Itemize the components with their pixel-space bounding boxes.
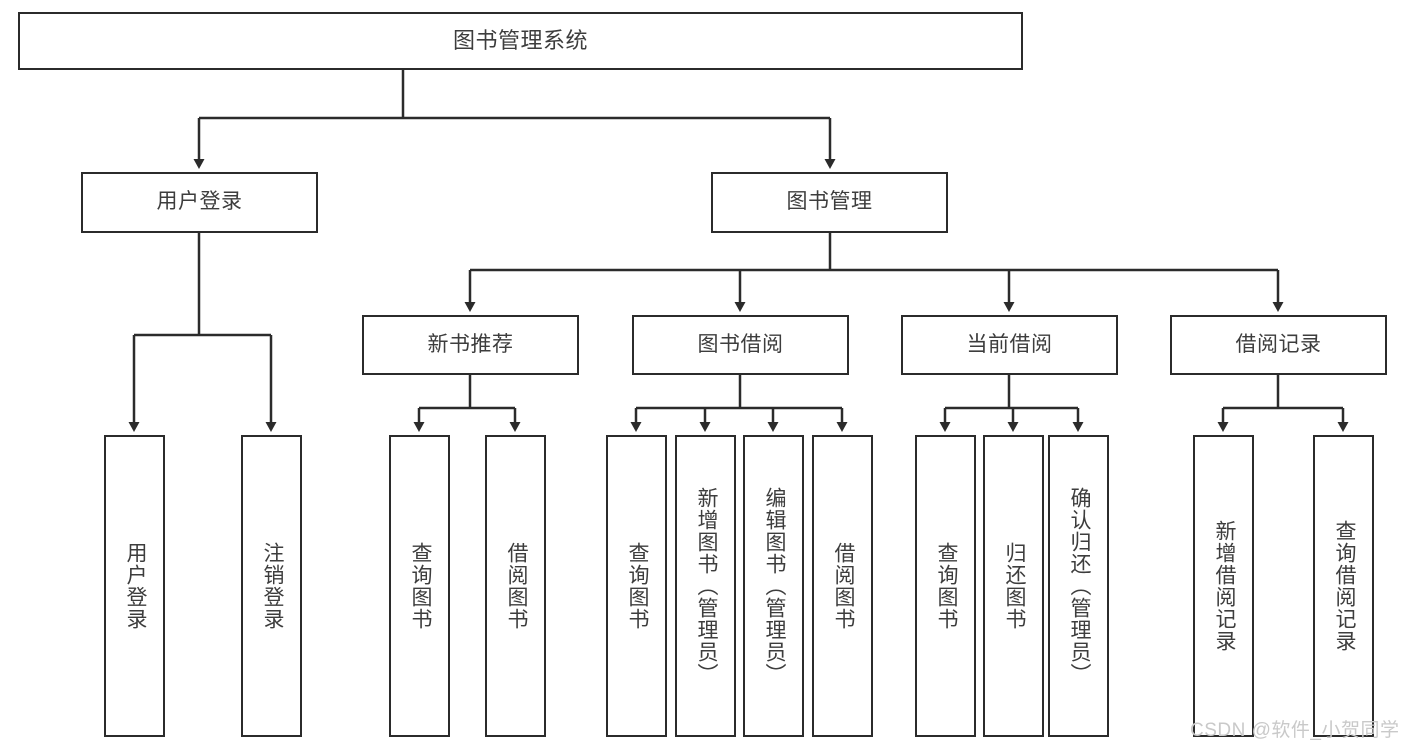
node-label: 新增借阅记录 — [1212, 520, 1236, 652]
node-label: 借阅图书 — [504, 542, 528, 630]
node-label: 确认归还（管理员） — [1067, 487, 1091, 685]
node-level2-0[interactable]: 用户登录 — [81, 172, 318, 233]
node-label: 借阅记录 — [1235, 332, 1322, 356]
node-root[interactable]: 图书管理系统 — [18, 12, 1023, 70]
node-leaf-3[interactable]: 借阅图书 — [485, 435, 546, 737]
node-label: 编辑图书（管理员） — [762, 487, 786, 685]
node-label: 图书借阅 — [697, 332, 784, 356]
node-leaf-9[interactable]: 归还图书 — [983, 435, 1044, 737]
node-leaf-10[interactable]: 确认归还（管理员） — [1048, 435, 1109, 737]
node-level3-2[interactable]: 当前借阅 — [901, 315, 1118, 375]
node-leaf-1[interactable]: 注销登录 — [241, 435, 302, 737]
node-leaf-7[interactable]: 借阅图书 — [812, 435, 873, 737]
node-label: 查询图书 — [625, 542, 649, 630]
node-leaf-5[interactable]: 新增图书（管理员） — [675, 435, 736, 737]
node-label: 查询借阅记录 — [1332, 520, 1356, 652]
node-label: 查询图书 — [408, 542, 432, 630]
node-label: 图书管理系统 — [452, 28, 588, 54]
node-leaf-8[interactable]: 查询图书 — [915, 435, 976, 737]
node-label: 用户登录 — [156, 190, 243, 214]
node-label: 查询图书 — [934, 542, 958, 630]
node-label: 新书推荐 — [427, 332, 514, 356]
node-label: 归还图书 — [1002, 542, 1026, 630]
node-level3-1[interactable]: 图书借阅 — [632, 315, 849, 375]
node-label: 用户登录 — [123, 542, 147, 630]
node-label: 借阅图书 — [831, 542, 855, 630]
node-leaf-11[interactable]: 新增借阅记录 — [1193, 435, 1254, 737]
node-label: 图书管理 — [786, 190, 873, 214]
node-leaf-2[interactable]: 查询图书 — [389, 435, 450, 737]
node-label: 新增图书（管理员） — [694, 487, 718, 685]
node-leaf-4[interactable]: 查询图书 — [606, 435, 667, 737]
node-leaf-12[interactable]: 查询借阅记录 — [1313, 435, 1374, 737]
node-leaf-0[interactable]: 用户登录 — [104, 435, 165, 737]
node-label: 注销登录 — [260, 542, 284, 630]
node-label: 当前借阅 — [966, 332, 1053, 356]
node-level3-0[interactable]: 新书推荐 — [362, 315, 579, 375]
node-level2-1[interactable]: 图书管理 — [711, 172, 948, 233]
node-leaf-6[interactable]: 编辑图书（管理员） — [743, 435, 804, 737]
node-level3-3[interactable]: 借阅记录 — [1170, 315, 1387, 375]
